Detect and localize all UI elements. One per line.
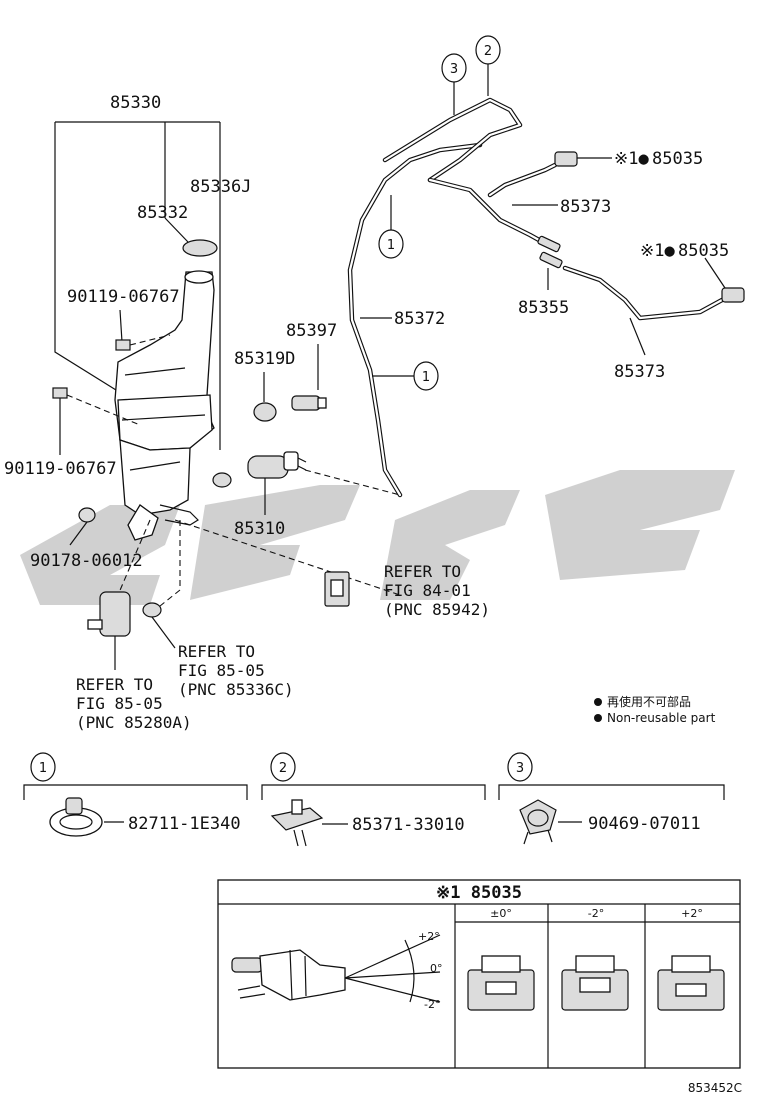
angle-plus2: +2° (418, 930, 440, 943)
hose-85373-rear (562, 265, 725, 321)
label-bolt-lower: 90119-06767 (4, 459, 117, 479)
label-85373-front: 85373 (560, 197, 611, 217)
reservoir-cap-icon (182, 239, 218, 257)
connector-icon (324, 571, 350, 607)
nozzle-view-zero-icon (467, 955, 535, 1011)
svg-text:2: 2 (279, 761, 287, 776)
ref-84-01-line3: (PNC 85942) (384, 600, 490, 619)
ref-85336C-line2: FIG 85-05 (178, 661, 265, 680)
label-85310: 85310 (234, 519, 285, 539)
nozzle-right-prefix: ※1● (640, 241, 675, 261)
bolt-upper-icon (115, 334, 171, 351)
ref-85336C-line1: REFER TO (178, 642, 255, 661)
reservoir-tank-icon (114, 270, 215, 541)
svg-text:3: 3 (516, 761, 524, 776)
ref-85336C-line3: (PNC 85336C) (178, 680, 294, 699)
hose-85373-front (487, 162, 558, 198)
svg-text:1: 1 (422, 370, 430, 385)
detail-title: ※1 85035 (436, 883, 522, 903)
grommet-90178-icon (78, 507, 96, 523)
col-zero: ±0° (490, 907, 512, 920)
clip-82711-icon (49, 797, 103, 837)
ref-84-01-line2: FIG 84-01 (384, 581, 471, 600)
svg-text:2: 2 (484, 44, 492, 59)
clip-2-part: 85371-33010 (352, 815, 465, 835)
callout-1-upper: 1 (378, 195, 404, 259)
leader-85373-rear (629, 317, 646, 356)
nozzle-spray-illustration: +2° 0° -2° (231, 930, 443, 1011)
col-minus2: -2° (588, 907, 604, 920)
figure-id: 853452C (688, 1081, 742, 1095)
grommet-85336J-icon (212, 472, 232, 488)
col-plus2: +2° (681, 907, 703, 920)
label-bolt-upper: 90119-06767 (67, 287, 180, 307)
leader-90178 (69, 521, 88, 546)
nozzle-top-prefix: ※1● (614, 149, 649, 169)
svg-text:1: 1 (39, 761, 47, 776)
watermark-logo (20, 470, 735, 605)
pump-grommet-icon (253, 402, 277, 422)
leader-85330 (54, 121, 221, 450)
ref-85280A-line3: (PNC 85280A) (76, 713, 192, 732)
callout-3-top: 3 (441, 53, 467, 115)
pump-fitting-icon (291, 395, 327, 411)
callout-2-top: 2 (475, 35, 501, 96)
nozzle-view-plus2-icon (657, 955, 725, 1011)
svg-text:1: 1 (387, 238, 395, 253)
clip-3-part: 90469-07011 (588, 814, 701, 834)
clip-2-section: 2 85371-33010 (261, 752, 486, 847)
nozzle-right-icon (704, 257, 745, 303)
label-85397: 85397 (286, 321, 337, 341)
leader-ref-85336C (151, 616, 176, 649)
svg-text:3: 3 (450, 62, 458, 77)
nozzle-top-icon (554, 151, 612, 167)
leader-85332 (164, 217, 189, 243)
label-85373-rear: 85373 (614, 362, 665, 382)
ref-84-01-line1: REFER TO (384, 562, 461, 581)
label-90178: 90178-06012 (30, 551, 143, 571)
joint-85355-icon (537, 235, 563, 269)
assembly-line-motor (117, 519, 151, 596)
ref-85280A-line2: FIG 85-05 (76, 694, 163, 713)
legend: 再使用不可部品 Non-reusable part (594, 694, 716, 725)
clip-90469-icon (519, 799, 557, 845)
label-85372: 85372 (394, 309, 445, 329)
washer-pump-icon (247, 451, 307, 479)
legend-en: Non-reusable part (607, 711, 716, 725)
assembly-line-grommet (154, 520, 181, 611)
ref-85280A-line1: REFER TO (76, 675, 153, 694)
label-85332: 85332 (137, 203, 188, 223)
clip-85371-icon (270, 799, 324, 847)
angle-zero: 0° (430, 962, 443, 975)
label-85035-top: 85035 (652, 149, 703, 169)
label-85336J: 85336J (190, 177, 251, 197)
leader-bolt-upper (119, 309, 123, 343)
label-85319D: 85319D (234, 349, 295, 369)
nozzle-view-minus2-icon (561, 955, 629, 1011)
clip-1-part: 82711-1E340 (128, 814, 241, 834)
label-85330: 85330 (110, 93, 161, 113)
grommet-85336C-icon (142, 602, 162, 618)
clip-1-section: 1 82711-1E340 (23, 752, 248, 837)
callout-1-lower: 1 (372, 361, 439, 391)
nozzle-detail-box: ※1 85035 +2° 0° -2° ±0° -2° +2° (217, 879, 741, 1069)
clip-3-section: 3 90469-07011 (498, 752, 725, 845)
assembly-line-pump (304, 469, 401, 496)
hose-85372 (347, 97, 551, 498)
label-85355: 85355 (518, 298, 569, 318)
angle-minus2: -2° (424, 998, 440, 1011)
washer-motor-icon (87, 591, 131, 670)
legend-jp: 再使用不可部品 (607, 694, 691, 709)
label-85035-right: 85035 (678, 241, 729, 261)
